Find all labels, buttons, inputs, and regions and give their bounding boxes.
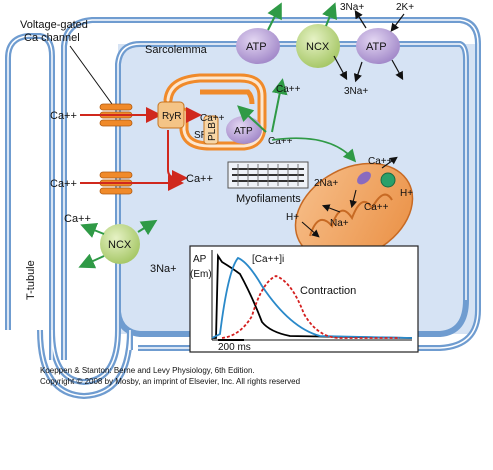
ncx-ttubule-na-arrow <box>78 253 105 269</box>
atp-pump-left-label: ATP <box>246 41 267 53</box>
credit-line-2: Copyright © 2008 by Mosby, an imprint of… <box>40 377 301 386</box>
mito-na-label: Na+ <box>330 218 349 229</box>
ca-after-atp-label: Ca++ <box>268 136 293 147</box>
ncx-ttubule-na-label: 3Na+ <box>150 263 177 275</box>
inset-ca-label: [Ca++]i <box>252 254 284 265</box>
myofilaments-label: Myofilaments <box>236 193 301 205</box>
sarcolemma-label: Sarcolemma <box>145 44 208 56</box>
na-in-ncx-arrow <box>333 55 348 81</box>
atp-pump-right <box>356 28 400 64</box>
channel-pointer <box>69 45 113 105</box>
inset-scale-label: 200 ms <box>218 342 251 353</box>
plb-label: PLB <box>207 122 218 141</box>
ca-entry-label-top: Ca++ <box>50 110 77 122</box>
ryr-label: RyR <box>162 111 181 122</box>
ncx-pump-top-label: NCX <box>306 41 330 53</box>
k-in-atp-arrow <box>390 13 405 32</box>
ca-entry-label-mid: Ca++ <box>50 178 77 190</box>
atp-serca <box>226 116 262 144</box>
sarcoplasmic-reticulum <box>163 73 267 151</box>
two-k-top-label: 2K+ <box>396 2 414 13</box>
ca-ryr-to-myo-arrow <box>167 130 188 186</box>
atp-pump-right-label: ATP <box>366 41 387 53</box>
mito-ca-top-label: Ca++ <box>368 156 393 167</box>
inset-em-label: (Em) <box>190 269 212 280</box>
ryr-box <box>157 101 185 129</box>
atp-pump-left <box>236 28 280 64</box>
ncx-ttubule <box>100 224 140 264</box>
na-atp-right-arrow <box>391 59 404 81</box>
ca-serca-arrow <box>237 105 267 133</box>
ca-to-myo-label: Ca++ <box>186 173 213 185</box>
ca-transient-curve <box>211 256 413 339</box>
ca-channel-upper <box>99 103 133 127</box>
voltage-gated-label-2: Ca channel <box>24 32 80 44</box>
ncx-ttubule-ca-arrow-2 <box>137 219 158 236</box>
three-na-pump-label: 3Na+ <box>344 86 368 97</box>
voltage-gated-label-1: Voltage-gated <box>20 19 88 31</box>
ncx-ttubule-label: NCX <box>108 239 132 251</box>
ca-upper-pumps-label: Ca++ <box>276 84 301 95</box>
mito-arrow-3 <box>381 156 398 169</box>
mito-transporter-purple <box>357 171 371 185</box>
ca-out-ncx-arrow <box>322 2 337 27</box>
mito-arrow-4 <box>301 221 320 238</box>
t-tubule-label: T-tubule <box>25 260 37 300</box>
na-out-atp-arrow <box>354 9 367 29</box>
ca-to-pumps-arrow <box>271 78 288 133</box>
mito-h-right-label: H+ <box>400 188 413 199</box>
three-na-top-label: 3Na+ <box>340 2 364 13</box>
ncx-pump-top <box>296 24 340 68</box>
mito-arrow-2 <box>321 204 341 213</box>
mito-h-left-label: H+ <box>286 212 299 223</box>
ncx-ttubule-ca-label: Ca++ <box>64 213 91 225</box>
inset-contraction-label: Contraction <box>300 285 356 297</box>
mito-transporter-green <box>380 172 396 188</box>
ca-myo-to-mito-arrow <box>271 137 357 163</box>
sr-label: SR <box>194 130 208 141</box>
myofilaments <box>227 161 309 189</box>
mito-arrow-1 <box>349 189 358 209</box>
mito-2na-label: 2Na+ <box>314 178 338 189</box>
ca-sr-release-label: Ca++ <box>200 113 225 124</box>
inset-graph <box>189 245 419 353</box>
na-atp-right-arrow-2 <box>353 61 363 83</box>
mito-ca-inner-label: Ca++ <box>364 202 389 213</box>
ncx-ttubule-ca-arrow <box>80 223 105 238</box>
contraction-curve <box>221 275 400 339</box>
atp-serca-label: ATP <box>234 126 253 137</box>
credit-line-1: Koeppen & Stanton: Berne and Levy Physio… <box>40 366 255 375</box>
inset-ap-label: AP <box>193 254 207 265</box>
ca-out-atp-arrow <box>267 2 282 31</box>
ap-curve <box>212 253 413 339</box>
plb-box <box>203 115 219 145</box>
